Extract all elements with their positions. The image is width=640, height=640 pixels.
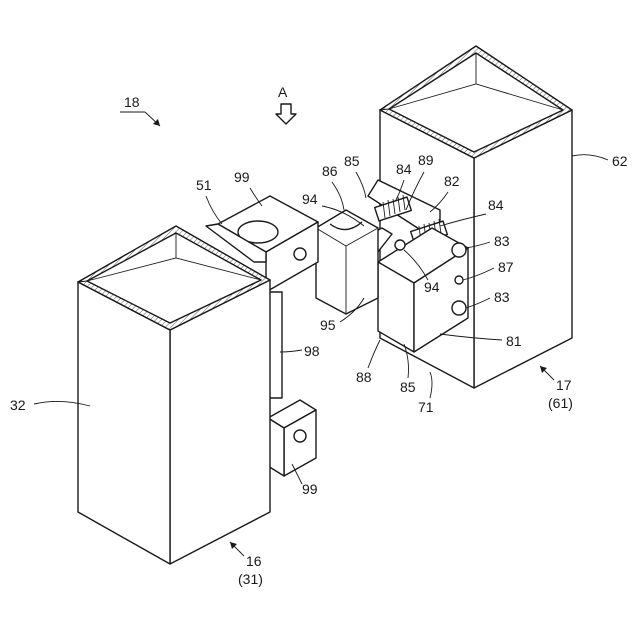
- ref-84-right: 84: [488, 197, 504, 213]
- ref-94-left: 94: [302, 191, 318, 207]
- ref-86: 86: [322, 163, 338, 179]
- left-square-tube: [78, 226, 270, 564]
- ref-61: (61): [548, 395, 573, 411]
- ref-83-top: 83: [494, 233, 510, 249]
- ref-94-mid: 94: [424, 279, 440, 295]
- ref-62: 62: [612, 153, 628, 169]
- view-arrow-label: A: [278, 84, 288, 100]
- clamp-piece: [316, 210, 378, 314]
- ref-99-top: 99: [234, 169, 250, 185]
- ref-32: 32: [10, 397, 26, 413]
- ref-62-leader: [572, 155, 608, 160]
- ref-98-leader: [280, 350, 302, 352]
- hinge-lower-screw: [294, 430, 306, 442]
- ref-98: 98: [304, 343, 320, 359]
- ref-51: 51: [196, 177, 212, 193]
- ref-85-top: 85: [344, 153, 360, 169]
- ref-18: 18: [124, 94, 140, 110]
- ref-95: 95: [320, 317, 336, 333]
- tube-left-front-face: [78, 282, 170, 564]
- ref-82: 82: [444, 173, 460, 189]
- ref-71: 71: [418, 399, 434, 415]
- ref-51-leader: [206, 196, 222, 224]
- ref-99-bottom: 99: [302, 481, 318, 497]
- ref-85-bottom: 85: [400, 379, 416, 395]
- ref-86-leader: [332, 182, 344, 210]
- down-arrow-icon: [276, 104, 296, 124]
- view-arrow: A: [276, 84, 296, 124]
- ref-84-top: 84: [396, 161, 412, 177]
- ref-88-leader: [368, 340, 380, 368]
- bolt-lower: [452, 301, 466, 315]
- ref-88: 88: [356, 369, 372, 385]
- ref-89: 89: [418, 152, 434, 168]
- tube-right-side-face: [474, 110, 572, 388]
- ref-17: 17: [556, 377, 572, 393]
- ref-71-leader: [430, 372, 432, 398]
- bolt-upper: [452, 243, 466, 257]
- ref-16: 16: [246, 553, 262, 569]
- ref-85-top-leader: [356, 172, 366, 198]
- ref-83-bottom: 83: [494, 289, 510, 305]
- ref-31: (31): [238, 571, 263, 587]
- screw-hole: [455, 276, 463, 284]
- ref-81: 81: [506, 333, 522, 349]
- pin: [395, 240, 405, 250]
- ref-87: 87: [498, 259, 514, 275]
- hinge-upper-screw: [294, 248, 306, 260]
